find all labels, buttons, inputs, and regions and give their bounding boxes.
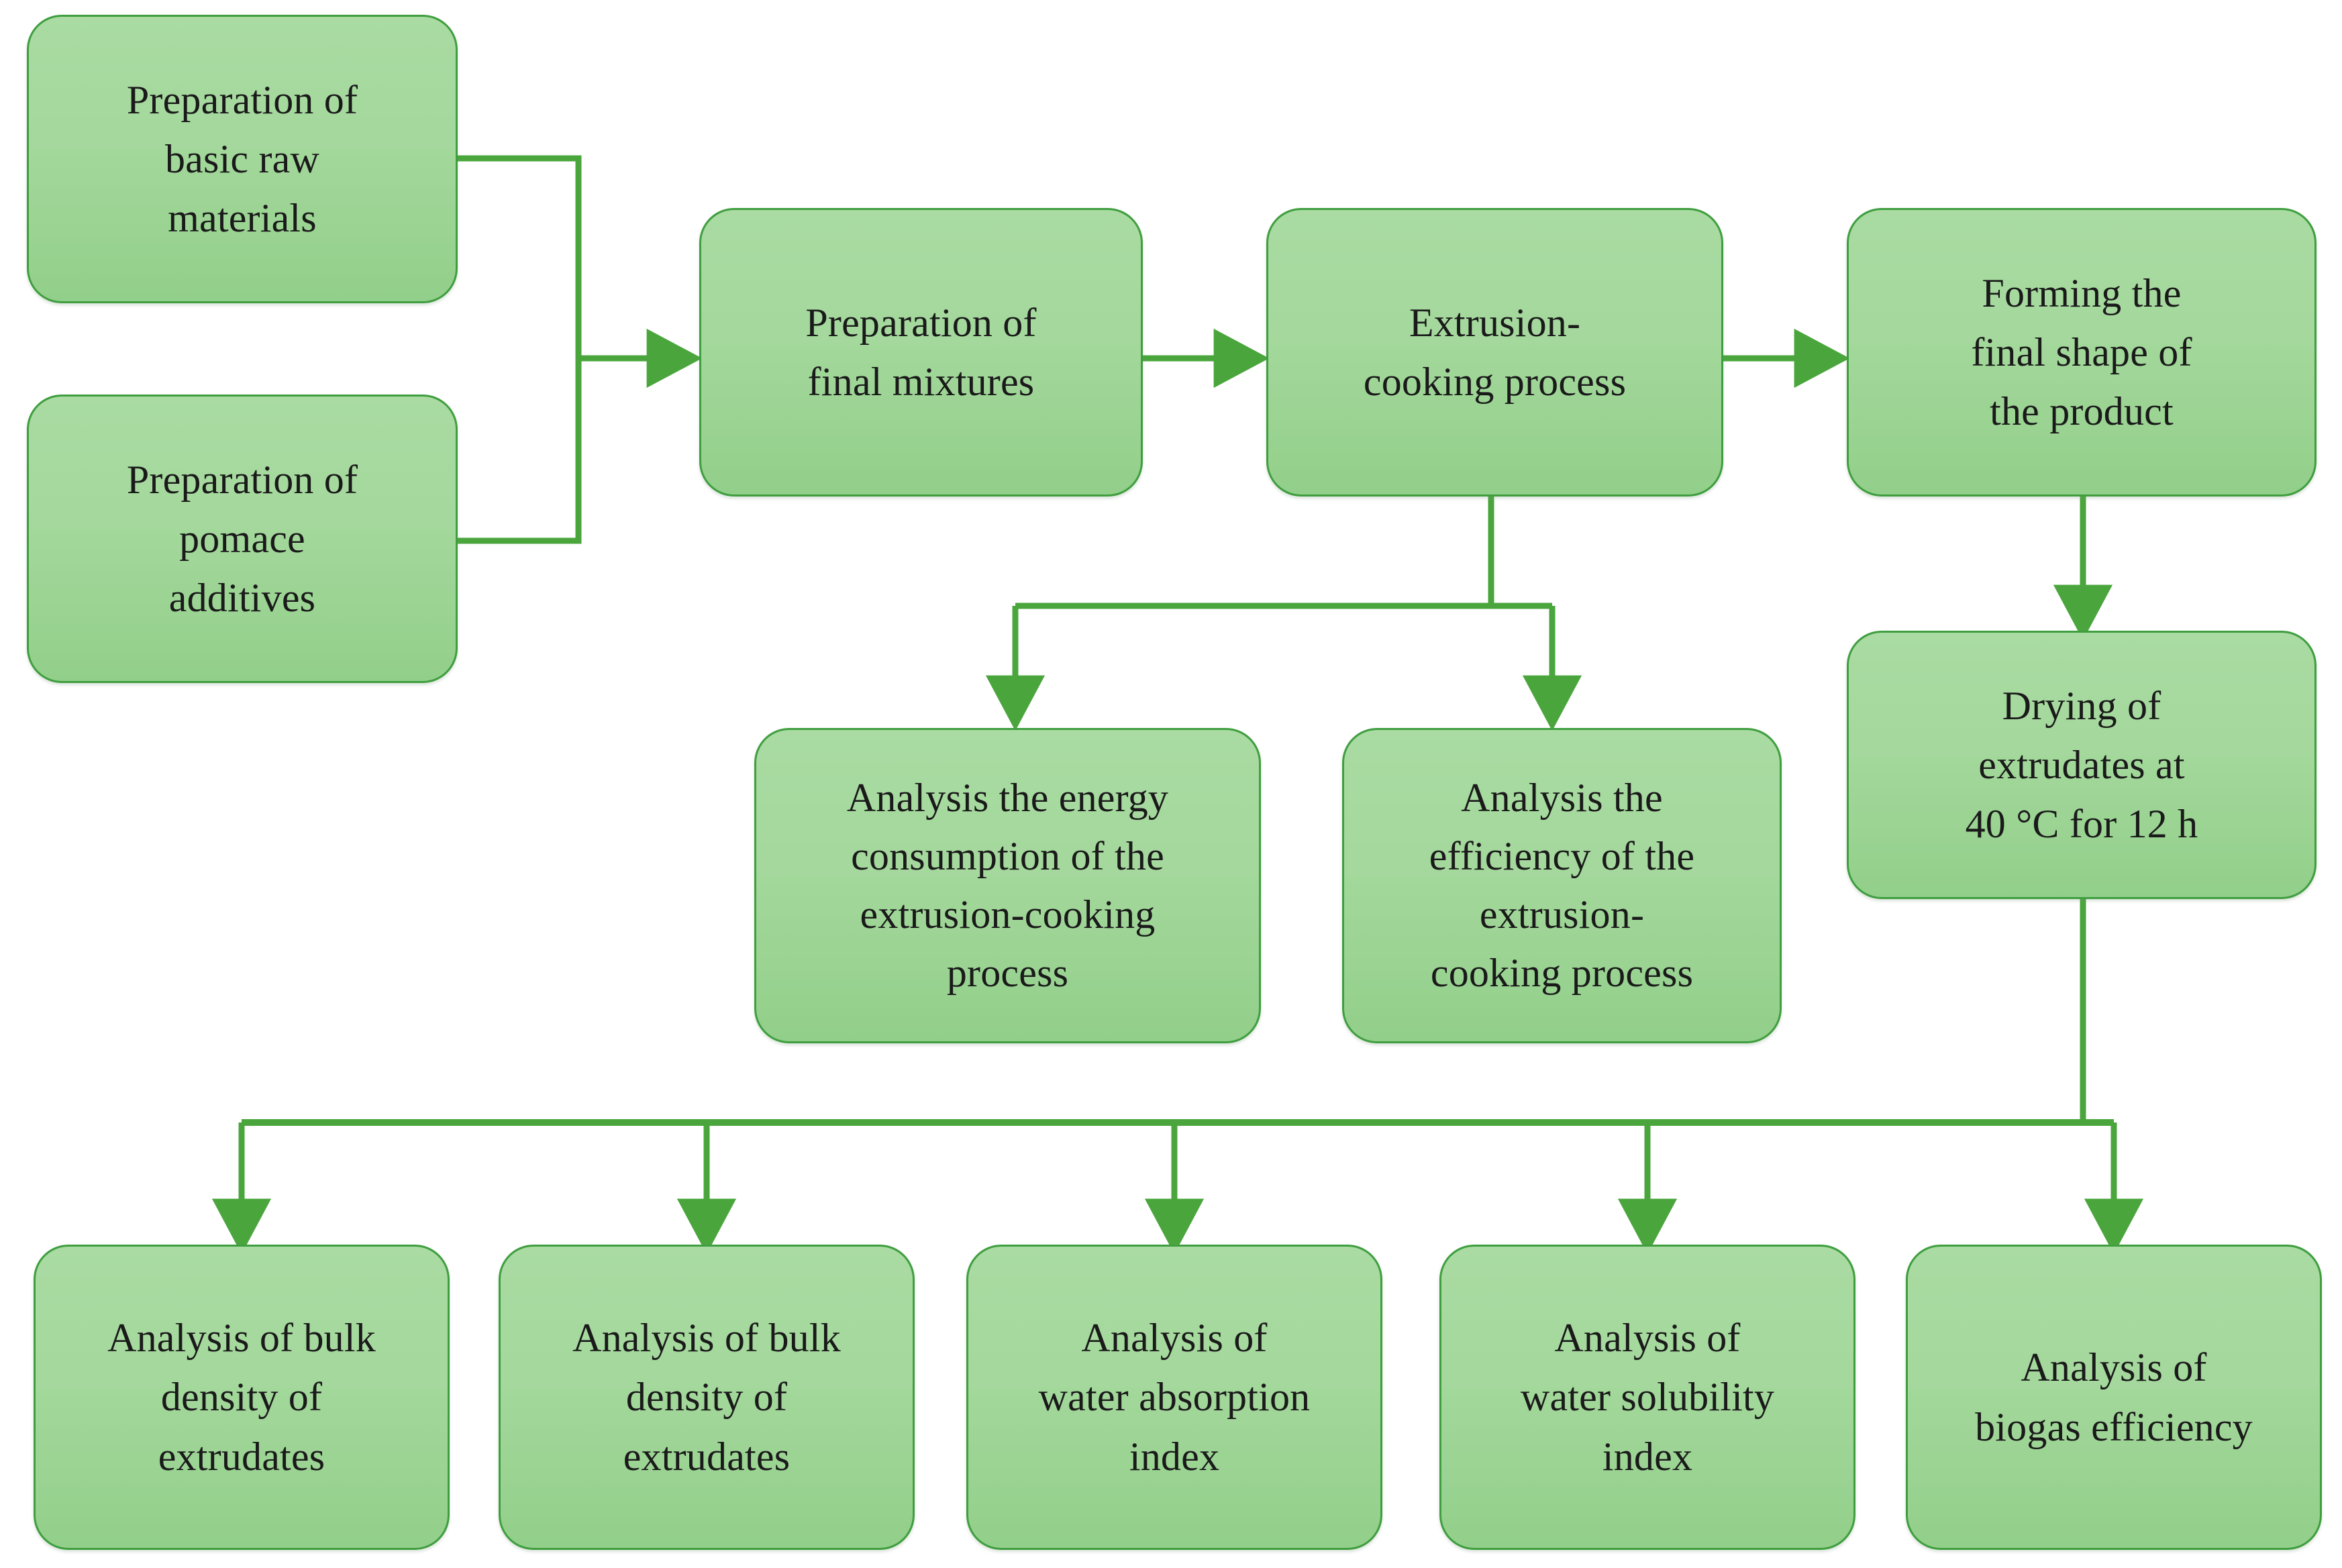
node-analysis-bulk-density-1[interactable]: Analysis of bulk density of extrudates <box>34 1245 450 1550</box>
node-label: Forming the final shape of the product <box>1971 270 2192 434</box>
node-label: Analysis of biogas efficiency <box>1975 1345 2253 1449</box>
node-analysis-water-solubility-index[interactable]: Analysis of water solubility index <box>1439 1245 1855 1550</box>
node-preparation-of-basic-raw-materials[interactable]: Preparation of basic raw materials <box>27 15 458 303</box>
node-label: Preparation of pomace additives <box>126 457 358 621</box>
edge-extrusion-split-bus <box>1015 488 1552 609</box>
node-analysis-efficiency[interactable]: Analysis the efficiency of the extrusion… <box>1342 728 1782 1043</box>
edge-prep-pomace-to-mix <box>458 358 582 544</box>
node-label: Analysis of bulk density of extrudates <box>572 1316 841 1479</box>
edge-prep-raw-to-mix <box>458 155 582 358</box>
node-analysis-bulk-density-2[interactable]: Analysis of bulk density of extrudates <box>499 1245 915 1550</box>
node-label: Analysis of bulk density of extrudates <box>107 1316 376 1479</box>
node-label: Analysis of water absorption index <box>1038 1316 1311 1479</box>
node-label: Analysis the energy consumption of the e… <box>846 776 1169 995</box>
node-label: Preparation of final mixtures <box>805 300 1037 404</box>
node-label: Analysis the efficiency of the extrusion… <box>1429 776 1695 995</box>
node-drying-of-extrudates[interactable]: Drying of extrudates at 40 °C for 12 h <box>1847 631 2316 899</box>
node-label: Analysis of water solubility index <box>1520 1316 1775 1479</box>
node-extrusion-cooking-process[interactable]: Extrusion- cooking process <box>1266 208 1723 496</box>
node-analysis-water-absorption-index[interactable]: Analysis of water absorption index <box>966 1245 1382 1550</box>
node-analysis-energy-consumption[interactable]: Analysis the energy consumption of the e… <box>754 728 1261 1043</box>
node-label: Drying of extrudates at 40 °C for 12 h <box>1965 683 2198 847</box>
node-label: Extrusion- cooking process <box>1363 300 1627 404</box>
node-forming-the-final-shape-of-the-product[interactable]: Forming the final shape of the product <box>1847 208 2316 496</box>
node-analysis-biogas-efficiency[interactable]: Analysis of biogas efficiency <box>1906 1245 2322 1550</box>
node-preparation-of-final-mixtures[interactable]: Preparation of final mixtures <box>699 208 1143 496</box>
node-label: Preparation of basic raw materials <box>126 77 358 241</box>
node-preparation-of-pomace-additives[interactable]: Preparation of pomace additives <box>27 395 458 683</box>
